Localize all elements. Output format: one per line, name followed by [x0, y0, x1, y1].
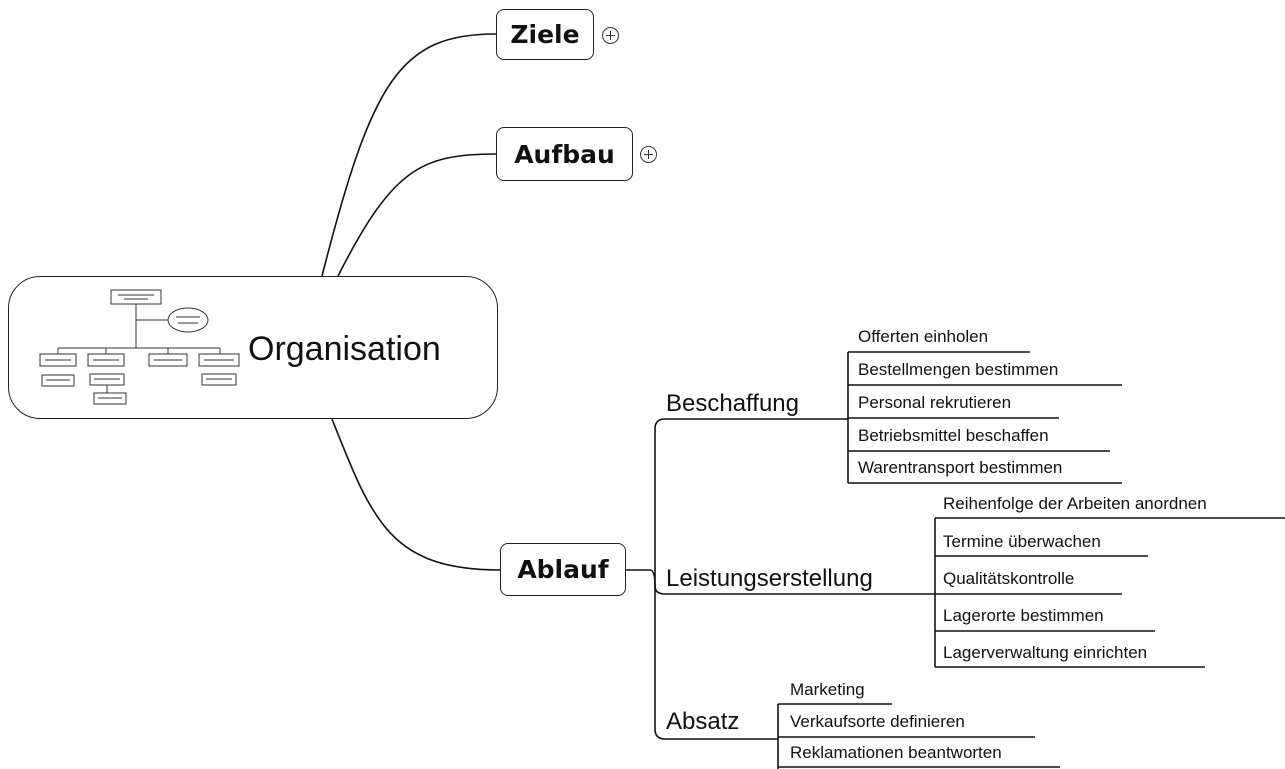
list-item[interactable]: Termine überwachen: [943, 532, 1101, 551]
list-item[interactable]: Lagerorte bestimmen: [943, 606, 1104, 625]
node-ziele[interactable]: Ziele: [496, 9, 594, 60]
list-item[interactable]: Warentransport bestimmen: [858, 458, 1063, 477]
list-item[interactable]: Personal rekrutieren: [858, 393, 1012, 412]
node-aufbau[interactable]: Aufbau: [496, 127, 633, 181]
edge-root-aufbau: [337, 153, 497, 277]
list-item[interactable]: Reklamationen beantworten: [790, 743, 1002, 762]
node-leistungserstellung[interactable]: Leistungserstellung: [666, 565, 873, 592]
list-item[interactable]: Lagerverwaltung einrichten: [943, 643, 1148, 662]
list-item[interactable]: Betriebsmittel beschaffen: [858, 426, 1049, 445]
edge-ablauf-mid: [649, 569, 666, 595]
expand-aufbau-icon[interactable]: [640, 146, 657, 163]
edge-root-ablauf: [331, 418, 501, 571]
list-item[interactable]: Marketing: [790, 680, 865, 699]
org-chart-icon: [39, 289, 240, 405]
list-item[interactable]: Reihenfolge der Arbeiten anordnen: [943, 494, 1207, 513]
root-label: Organisation: [248, 330, 441, 368]
expand-ziele-icon[interactable]: [602, 27, 619, 44]
node-absatz[interactable]: Absatz: [666, 708, 740, 735]
edge-ablauf-bracket: [654, 418, 666, 740]
list-item[interactable]: Bestellmengen bestimmen: [858, 360, 1059, 379]
node-ablauf[interactable]: Ablauf: [500, 543, 626, 596]
list-item[interactable]: Verkaufsorte definieren: [790, 712, 965, 731]
edge-root-ziele: [321, 33, 497, 277]
node-beschaffung[interactable]: Beschaffung: [666, 390, 799, 417]
list-item[interactable]: Qualitätskontrolle: [943, 569, 1075, 588]
list-item[interactable]: Offerten einholen: [858, 327, 989, 346]
